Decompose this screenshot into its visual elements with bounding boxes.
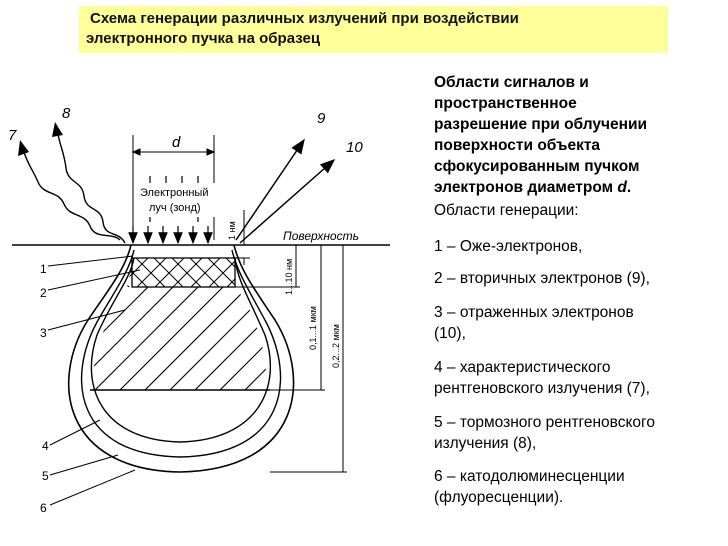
title-banner: Схема генерации различных излучений при … xyxy=(79,6,668,53)
region-6-outline xyxy=(68,244,295,473)
region-5-outline xyxy=(80,249,282,458)
title-line-1: Схема генерации различных излучений при … xyxy=(90,10,519,27)
label-region-1: 1 xyxy=(40,262,47,276)
label-beam-1: Электронный xyxy=(140,187,209,199)
region-2-box xyxy=(131,257,236,288)
depth-dimensions xyxy=(234,210,350,473)
region-4-outline xyxy=(90,257,272,443)
wavy-ray-8 xyxy=(57,133,126,244)
label-7: 7 xyxy=(8,127,17,144)
label-9: 9 xyxy=(317,110,326,127)
wavy-ray-7-head xyxy=(18,140,29,156)
wavy-ray-7 xyxy=(23,151,121,241)
legend-item-3b: (10), xyxy=(434,325,466,342)
label-region-2: 2 xyxy=(40,286,47,300)
legend-item-1: 1 – Оже-электронов, xyxy=(434,238,583,255)
legend-item-6: 6 – катодолюминесценции xyxy=(434,468,625,485)
legend-heading-5: сфокусированным пучком xyxy=(434,158,640,175)
label-10: 10 xyxy=(346,139,363,156)
label-region-4: 4 xyxy=(42,439,49,453)
label-1nm: 1 нм xyxy=(227,221,237,240)
legend-heading-6: электронов диаметром d. xyxy=(434,179,632,196)
legend-subheading: Области генерации: xyxy=(434,202,579,219)
label-d: d xyxy=(172,134,181,151)
legend-item-5: 5 – тормозного рентгеновского xyxy=(434,414,655,431)
title-line-2: электронного пучка на образец xyxy=(86,30,321,47)
legend-item-6b: (флуоресценции). xyxy=(434,489,564,506)
label-1-10nm: 1...10 нм xyxy=(284,259,294,295)
ray-10 xyxy=(239,159,336,244)
label-region-6: 6 xyxy=(40,501,47,515)
legend-heading-2: пространственное xyxy=(434,95,577,112)
legend-heading-3: разрешение при облучении xyxy=(434,116,648,133)
label-0.2-2mkm: 0,2...2 мкм xyxy=(331,324,341,368)
legend-heading-4: поверхности объекта xyxy=(434,137,601,154)
legend-item-5b: излучения (8), xyxy=(434,435,537,452)
label-region-5: 5 xyxy=(42,469,49,483)
ray-9 xyxy=(235,138,305,241)
label-0.1-1mkm: 0,1...1 мкм xyxy=(308,306,318,350)
wavy-ray-8-head xyxy=(52,122,63,137)
legend-item-4: 4 – характеристического xyxy=(434,359,611,376)
label-8: 8 xyxy=(62,105,71,122)
legend-heading-1: Области сигналов и xyxy=(434,74,589,91)
legend-item-2: 2 – вторичных электронов (9), xyxy=(434,270,650,287)
label-surface: Поверхность xyxy=(283,229,359,243)
legend-item-3: 3 – отраженных электронов xyxy=(434,304,634,321)
beam-label-bg xyxy=(135,183,215,217)
label-region-3: 3 xyxy=(40,326,47,340)
legend-item-4b: рентгеновского излучения (7), xyxy=(434,380,650,397)
label-beam-2: луч (зонд) xyxy=(149,202,201,214)
region-2-crosshatch xyxy=(127,258,235,287)
region-leaders xyxy=(47,255,141,506)
region-3-hatch xyxy=(92,287,267,390)
legend-panel: Области сигналов и пространственное разр… xyxy=(426,68,716,512)
